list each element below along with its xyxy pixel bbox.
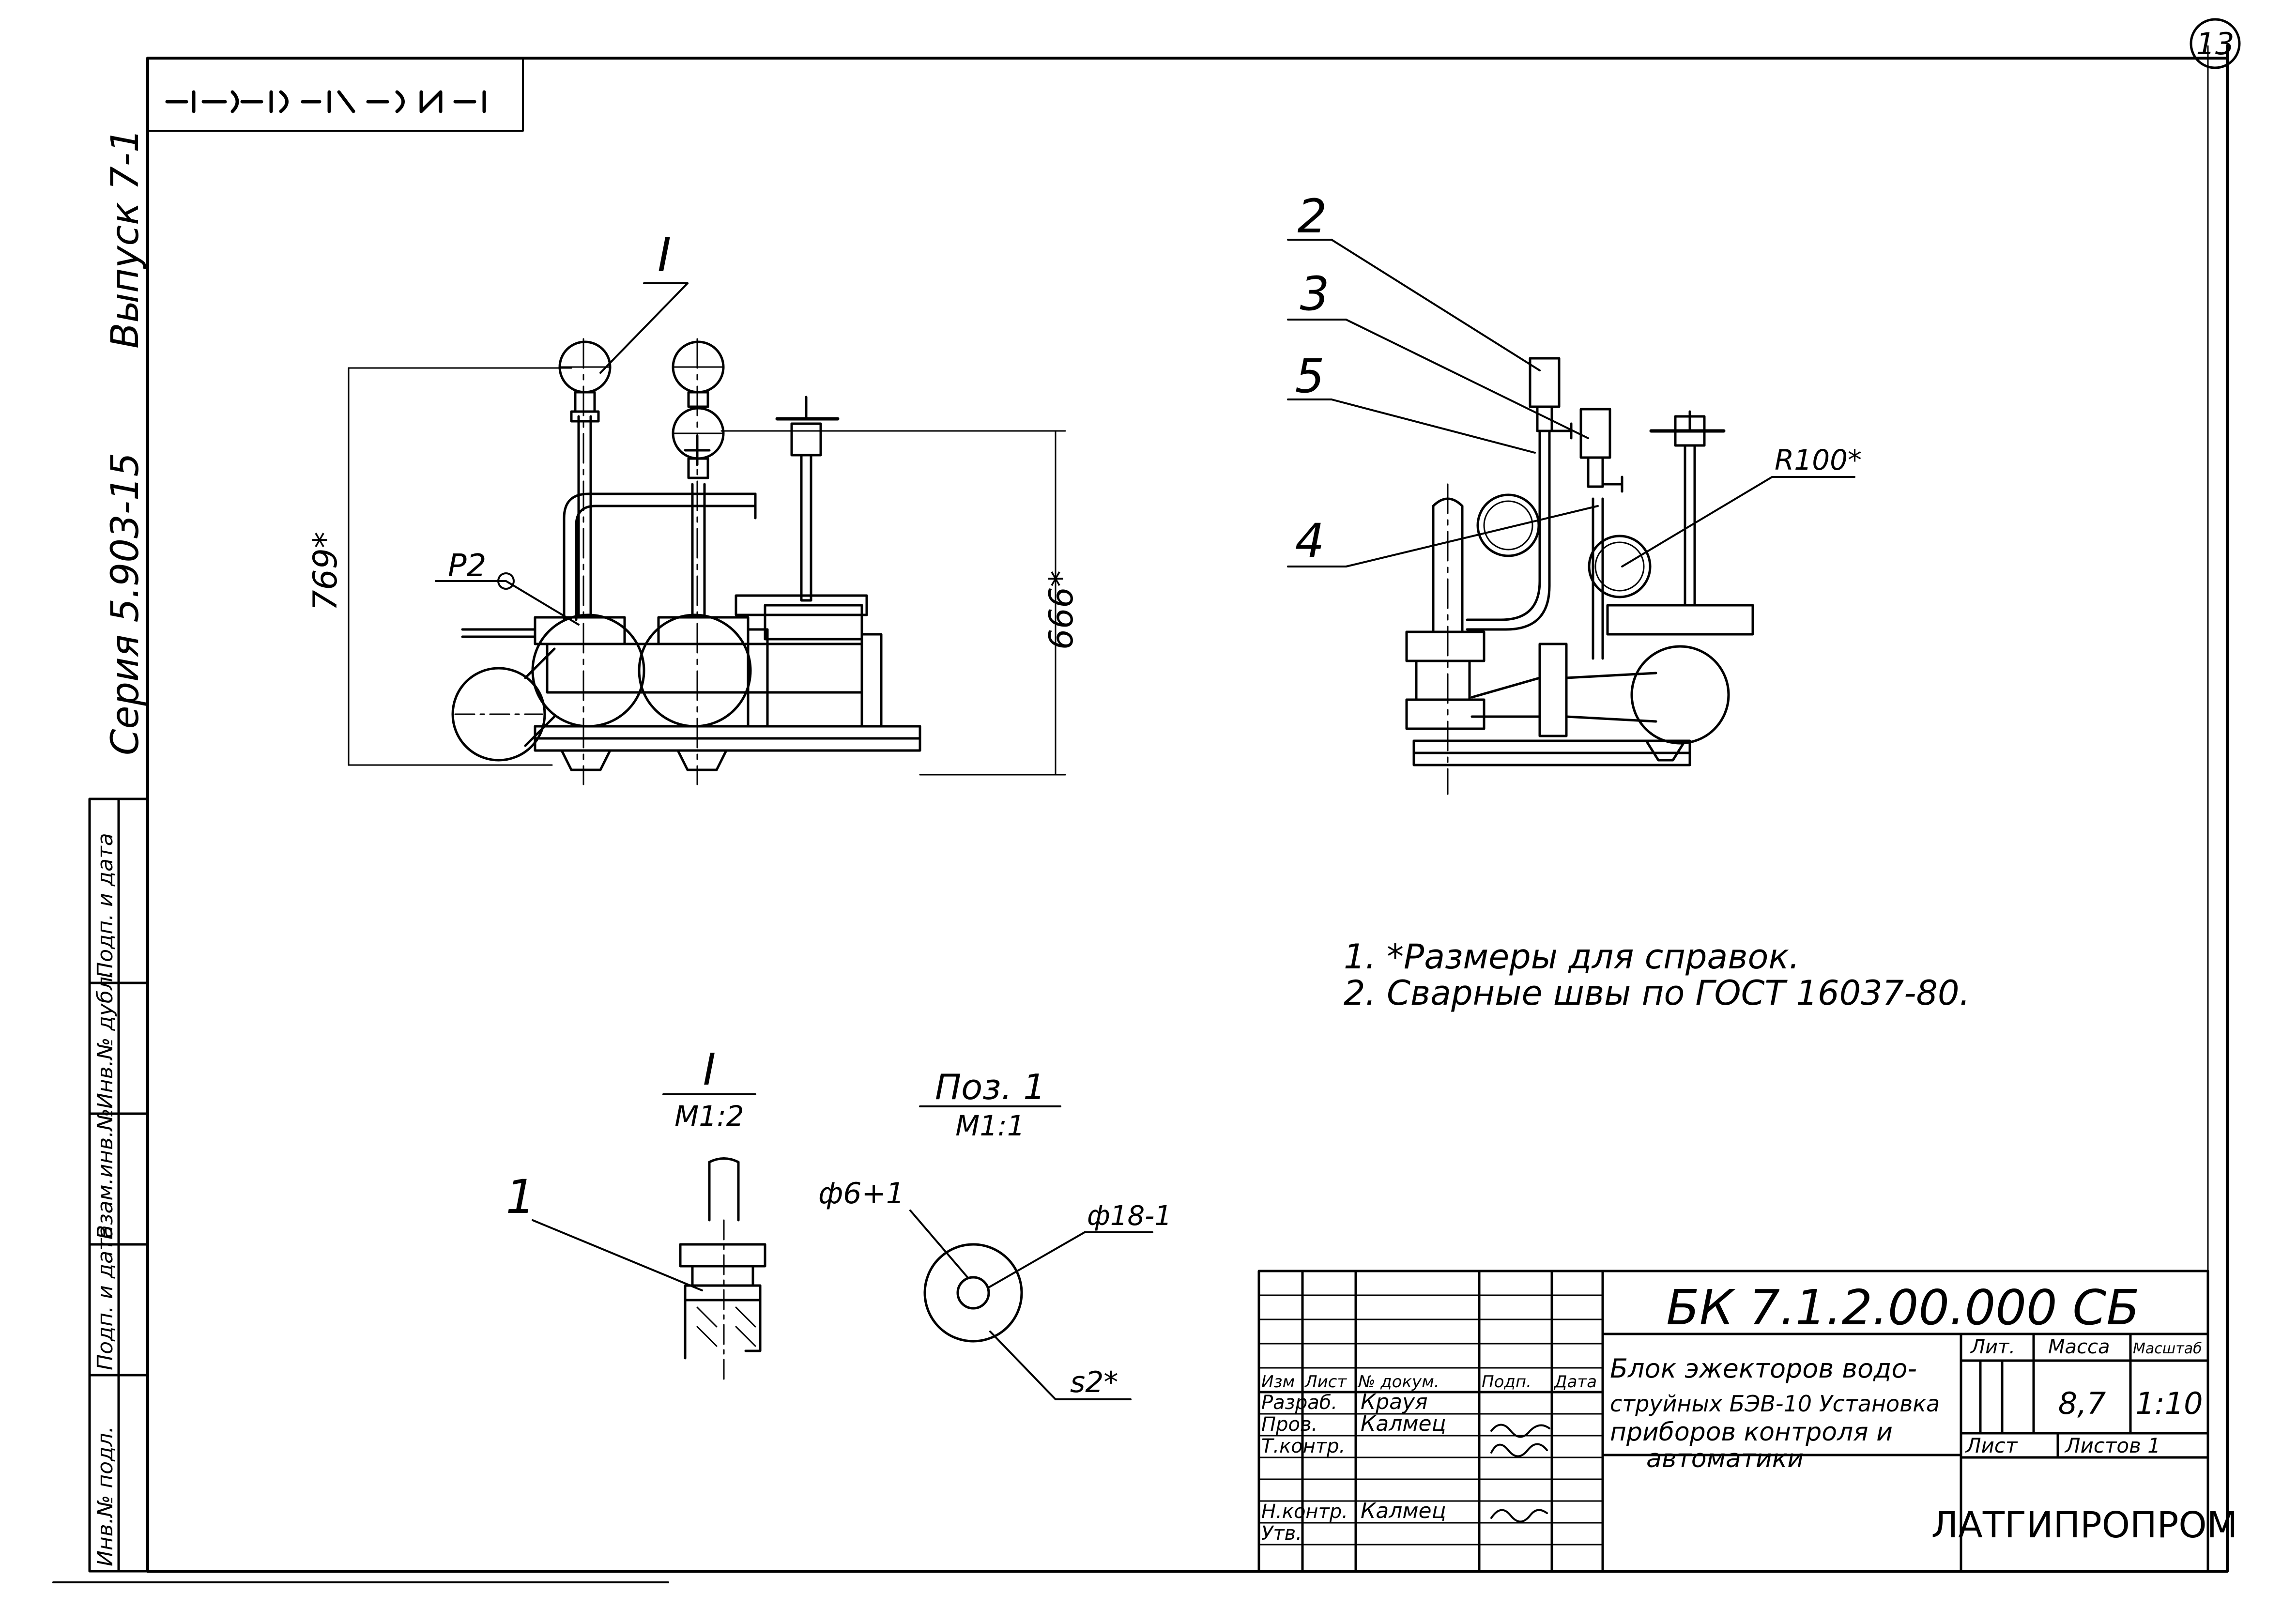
tb-name-nkontr: Калмец — [1361, 1499, 1446, 1523]
tb-name-3: приборов контроля и — [1610, 1418, 1893, 1447]
tb-sheet-label: Лист — [1965, 1434, 2018, 1457]
callout-3: 3 — [1300, 267, 1329, 321]
label-p2: Р2 — [448, 548, 486, 584]
pos-1-dim-outer: ф18-1 — [1087, 1200, 1172, 1232]
callout-2: 2 — [1297, 189, 1327, 244]
tb-designation: БК 7.1.2.00.000 СБ — [1666, 1279, 2140, 1336]
tb-mass-label: Масса — [2048, 1336, 2110, 1358]
tb-name-2: струйных БЭВ-10 Установка — [1610, 1391, 1940, 1417]
tb-col-date: Дата — [1553, 1372, 1597, 1392]
pos-1-washer — [909, 1210, 1153, 1400]
top-left-stamp — [147, 57, 524, 132]
stamp-col-3: Взам.инв.№ — [93, 1108, 118, 1240]
right-view — [1287, 239, 1855, 795]
tb-scale-label: Масштаб — [2133, 1340, 2202, 1357]
pos-1-dim-hole: ф6+1 — [818, 1177, 904, 1210]
tb-lit-label: Лит. — [1970, 1336, 2015, 1358]
tb-name-4: автоматики — [1646, 1444, 1804, 1473]
tb-col-izm: Изм — [1261, 1372, 1295, 1392]
detail-I-callout: 1 — [505, 1170, 535, 1224]
tb-scale-value: 1:10 — [2135, 1386, 2203, 1421]
tb-name-prov: Калмец — [1361, 1411, 1446, 1436]
margin-seriya: Серия 5.903-15 — [104, 453, 147, 755]
tb-organization: ЛАТГИПРОПРОМ — [1931, 1504, 2238, 1546]
note-1: 1. *Размеры для справок. — [1344, 937, 1800, 977]
pos-1-title: Поз. 1 — [935, 1067, 1045, 1107]
radius-label: R100* — [1775, 444, 1862, 476]
tb-mass-value: 8,7 — [2058, 1386, 2106, 1421]
tb-name-razrab: Крауя — [1361, 1390, 1428, 1414]
tb-col-doc: № докум. — [1357, 1372, 1440, 1392]
signatures — [1490, 1424, 1550, 1523]
tb-role-prov: Пров. — [1261, 1413, 1317, 1436]
dim-769: 769* — [306, 532, 345, 611]
stamp-col-1: Инв.№ подл. — [93, 1426, 118, 1566]
margin-vypusk: Выпуск 7-1 — [104, 129, 147, 349]
tb-col-sign: Подп. — [1482, 1372, 1532, 1392]
tb-role-nkontr: Н.контр. — [1261, 1501, 1348, 1523]
callout-5: 5 — [1295, 349, 1324, 403]
outer-frame — [52, 45, 2229, 1583]
note-2: 2. Сварные швы по ГОСТ 16037-80. — [1344, 973, 1970, 1013]
sheet-number-badge: 13 — [2190, 18, 2241, 69]
tb-sheets-label: Листов 1 — [2064, 1434, 2160, 1457]
stamp-col-4: Инв.№ дубл. — [93, 970, 118, 1109]
pos-1-scale: М1:1 — [955, 1109, 1025, 1142]
detail-I-title: I — [703, 1044, 716, 1095]
callout-4: 4 — [1295, 514, 1324, 568]
sheet-number: 13 — [2196, 26, 2235, 61]
detail-mark-I: I — [658, 228, 671, 282]
dim-666: 666* — [1042, 570, 1081, 650]
tb-role-utv: Утв. — [1261, 1522, 1302, 1545]
left-view — [348, 282, 1066, 785]
tb-role-tkontr: Т.контр. — [1261, 1435, 1345, 1457]
tb-col-list: Лист — [1304, 1372, 1347, 1392]
stamp-col-2: Подп. и дата — [93, 1225, 118, 1370]
tb-name-1: Блок эжекторов водо- — [1610, 1353, 1917, 1384]
stamp-col-5: Подп. и дата — [93, 833, 118, 978]
detail-I-scale: М1:2 — [674, 1100, 744, 1133]
left-stamp-columns — [88, 797, 149, 1573]
title-block-grid — [1257, 1270, 2209, 1573]
detail-I-drawing — [532, 1157, 766, 1381]
pos-1-dim-thickness: s2* — [1070, 1365, 1118, 1399]
tb-role-razrab: Разраб. — [1261, 1392, 1337, 1414]
